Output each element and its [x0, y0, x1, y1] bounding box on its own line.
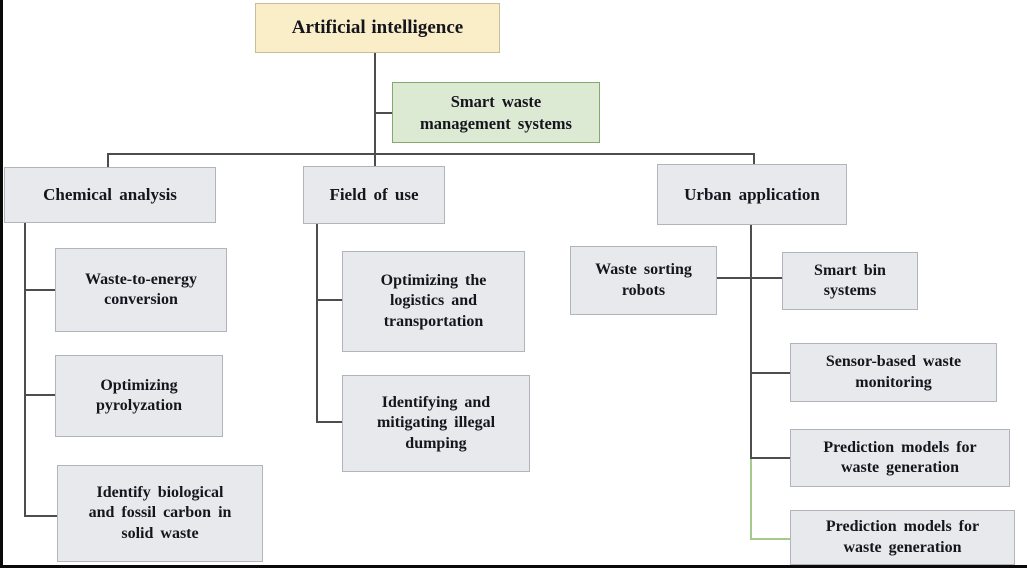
- connector-root-trunk: [374, 52, 376, 166]
- node-waste-sorting-robots: Waste sorting robots: [570, 246, 717, 315]
- connector-system-stub: [375, 112, 393, 114]
- node-artificial-intelligence: Artificial intelligence: [255, 3, 500, 53]
- connector-identify-biological-elbow: [24, 515, 57, 517]
- connector-prediction2-stub-green: [750, 538, 790, 540]
- node-waste-to-energy-conversion: Waste-to-energy conversion: [55, 248, 227, 332]
- node-optimizing-pyrolyzation: Optimizing pyrolyzation: [55, 355, 223, 437]
- connector-urban-trunk: [750, 225, 752, 459]
- node-field-of-use: Field of use: [303, 166, 445, 224]
- connector-waste-to-energy-stub: [24, 289, 55, 291]
- frame-bottom-edge: [0, 565, 1027, 568]
- connector-prediction2-trunk-green: [750, 459, 752, 540]
- node-urban-application: Urban application: [657, 164, 847, 225]
- node-identify-biological-fossil-carbon: Identify biological and fossil carbon in…: [57, 465, 263, 562]
- node-prediction-models-2: Prediction models for waste generation: [790, 510, 1015, 565]
- connector-pyrolyzation-stub: [24, 394, 55, 396]
- connector-branch-horizontal: [107, 153, 755, 155]
- connector-logistics-stub: [316, 299, 342, 301]
- connector-urban-drop: [753, 153, 755, 165]
- node-prediction-models-1: Prediction models for waste generation: [790, 429, 1010, 487]
- connector-field-trunk: [316, 224, 318, 423]
- connector-prediction1-stub: [750, 457, 790, 459]
- node-smart-waste-management-systems: Smart waste management systems: [392, 82, 600, 143]
- connector-dumping-stub: [316, 421, 342, 423]
- connector-chemical-drop: [107, 153, 109, 168]
- node-identifying-mitigating-illegal-dumping: Identifying and mitigating illegal dumpi…: [342, 375, 530, 472]
- node-smart-bin-systems: Smart bin systems: [782, 252, 918, 310]
- node-optimizing-logistics-transportation: Optimizing the logistics and transportat…: [342, 251, 525, 352]
- node-chemical-analysis: Chemical analysis: [4, 167, 216, 223]
- frame-left-edge: [0, 0, 3, 568]
- connector-chemical-trunk: [24, 223, 26, 517]
- connector-robots-bins-horizontal: [717, 277, 782, 279]
- node-sensor-based-waste-monitoring: Sensor-based waste monitoring: [790, 343, 997, 402]
- connector-sensor-stub: [750, 372, 790, 374]
